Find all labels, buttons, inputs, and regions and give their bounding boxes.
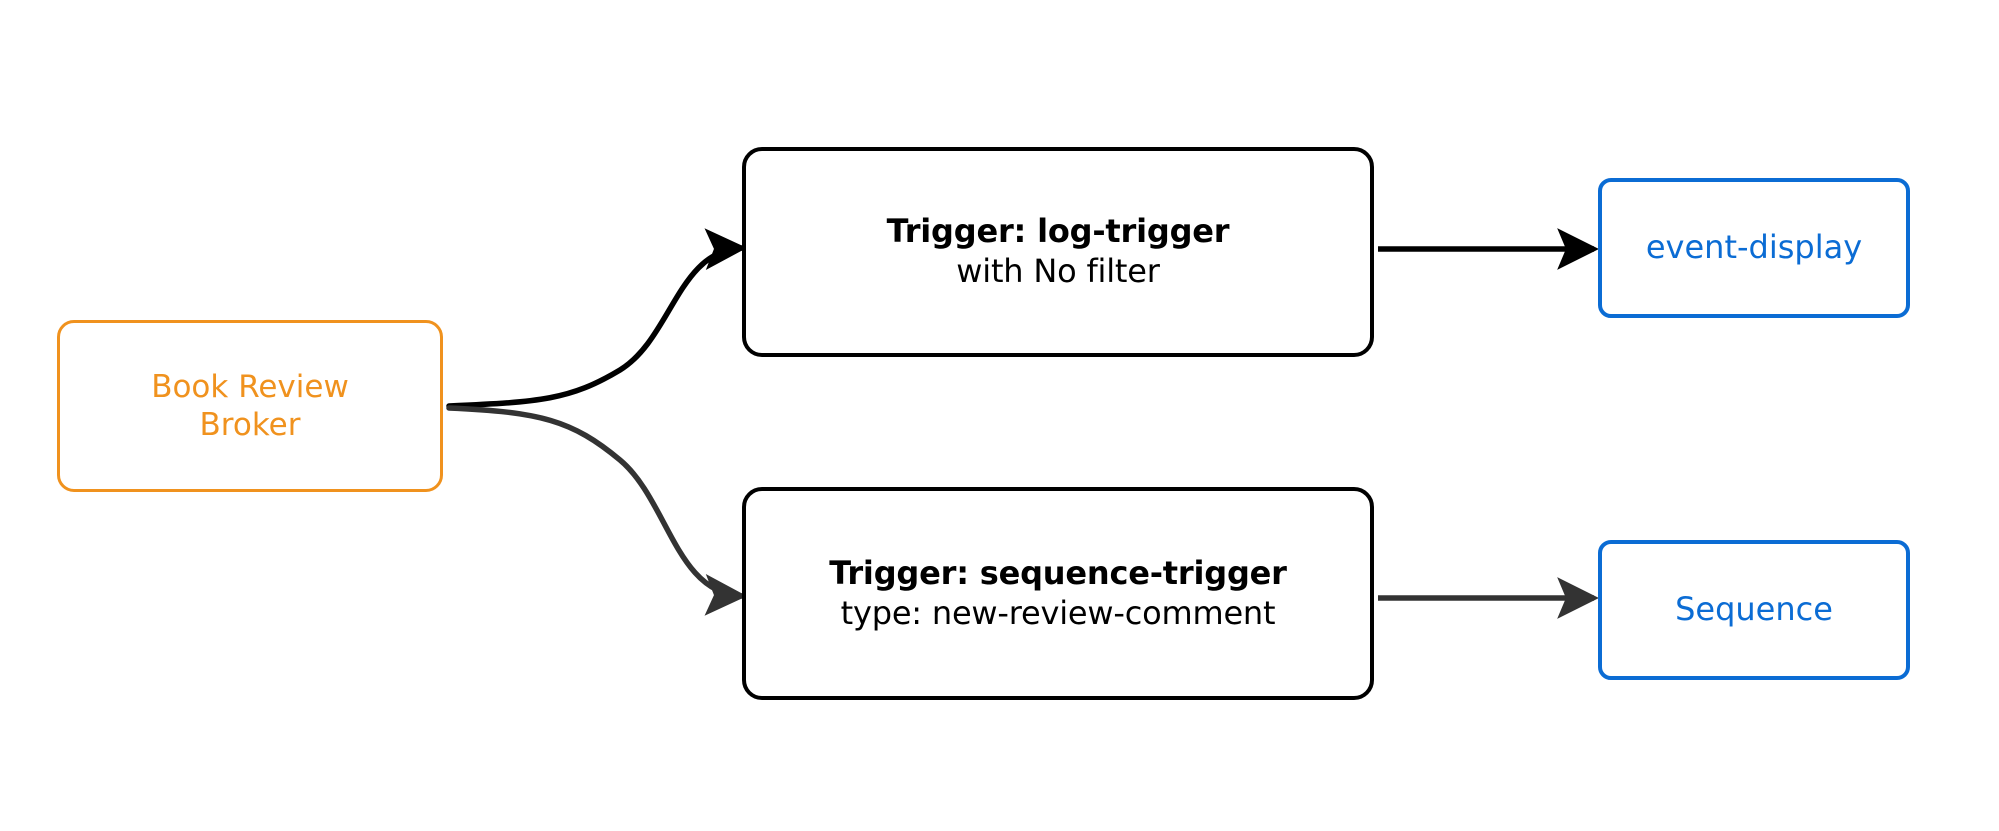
edge-broker-to-log-trigger bbox=[446, 228, 747, 409]
sequence-trigger-subtitle: type: new-review-comment bbox=[840, 593, 1276, 632]
broker-label-line2: Broker bbox=[199, 407, 301, 443]
node-event-display[interactable]: event-display bbox=[1598, 178, 1910, 318]
log-trigger-subtitle: with No filter bbox=[956, 252, 1160, 290]
broker-label-line1: Book Review bbox=[151, 368, 349, 405]
edge-broker-to-sequence-trigger bbox=[446, 405, 747, 616]
node-sequence-trigger[interactable]: Trigger: sequence-trigger type: new-revi… bbox=[742, 487, 1374, 700]
node-sequence[interactable]: Sequence bbox=[1598, 540, 1910, 680]
sequence-trigger-title: Trigger: sequence-trigger bbox=[829, 553, 1287, 592]
log-trigger-title: Trigger: log-trigger bbox=[886, 212, 1230, 251]
node-book-review-broker[interactable]: Book Review Broker bbox=[57, 320, 443, 492]
sequence-label: Sequence bbox=[1675, 590, 1833, 629]
event-display-label: event-display bbox=[1645, 228, 1863, 267]
node-log-trigger[interactable]: Trigger: log-trigger with No filter bbox=[742, 147, 1374, 357]
